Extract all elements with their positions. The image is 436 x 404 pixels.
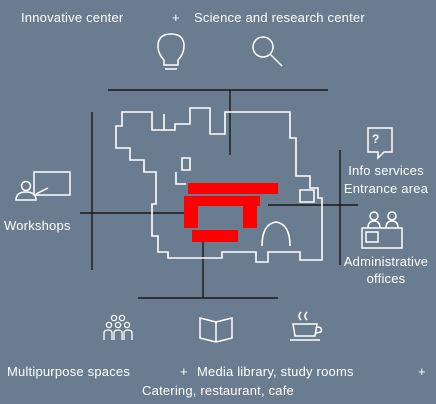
reception-desk-icon	[361, 211, 403, 249]
info-services-label: Info services	[348, 163, 424, 178]
innovative-center-label: Innovative center	[21, 10, 124, 25]
catering-label: Catering, restaurant, cafe	[142, 383, 294, 398]
highlight-top-bar	[188, 183, 278, 194]
workshops-label: Workshops	[4, 218, 71, 233]
axis-lines	[80, 89, 358, 299]
building-outer-wall	[115, 107, 323, 263]
question-bubble-icon	[367, 127, 393, 160]
top-plus-sign: +	[172, 10, 180, 25]
highlight-right-bar	[243, 196, 257, 228]
highlight-left-bar	[184, 196, 198, 228]
offices-label: offices	[366, 271, 406, 286]
media-library-label: Media library, study rooms	[197, 364, 354, 379]
group-people-icon	[103, 314, 133, 340]
presenter-board-icon	[15, 171, 71, 201]
auditorium-curve	[261, 221, 291, 247]
building-inner-walls	[163, 114, 191, 185]
highlight-bottom-bar	[192, 230, 238, 242]
info-question-mark: ?	[372, 132, 380, 146]
highlighted-area	[184, 183, 278, 242]
building-outline	[115, 107, 323, 263]
administrative-label: Administrative	[343, 254, 429, 269]
bottom-plus-sign-1: +	[180, 364, 188, 379]
science-research-center-label: Science and research center	[194, 10, 365, 25]
coffee-cup-icon	[290, 311, 323, 341]
open-book-icon	[199, 317, 233, 343]
bottom-plus-sign-2: +	[418, 364, 426, 379]
multipurpose-spaces-label: Multipurpose spaces	[7, 364, 131, 379]
side-room	[299, 189, 315, 203]
entrance-area-label: Entrance area	[343, 181, 429, 196]
magnifier-icon	[252, 36, 283, 67]
lightbulb-icon	[157, 33, 185, 70]
highlight-mid-bar	[196, 196, 260, 206]
